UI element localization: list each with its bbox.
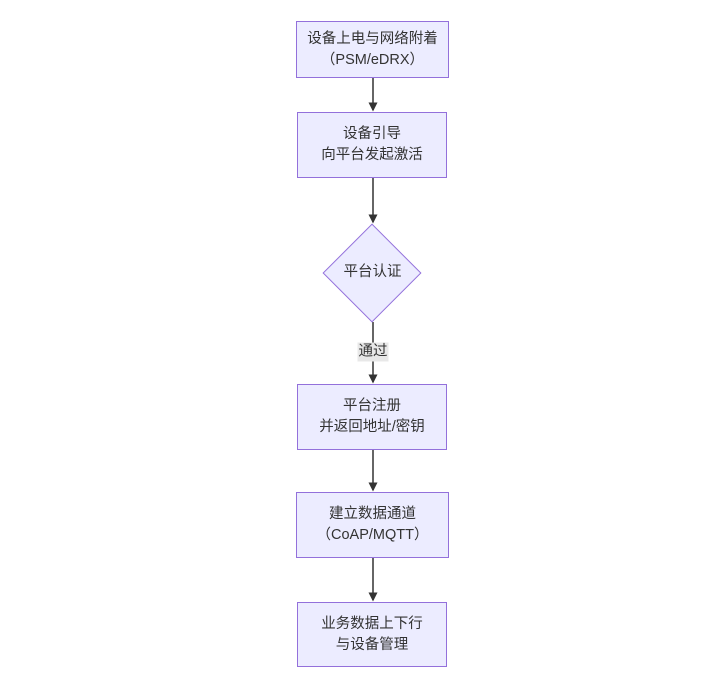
node-data-channel: 建立数据通道 （CoAP/MQTT）: [296, 492, 449, 558]
node-line: 与设备管理: [335, 636, 409, 653]
node-device-bootstrap: 设备引导 向平台发起激活: [297, 112, 447, 178]
edge-label-pass: 通过: [357, 342, 389, 362]
node-line: （PSM/eDRX）: [320, 51, 425, 68]
node-line: 业务数据上下行: [321, 615, 423, 632]
decision-platform-auth-label: 平台认证: [343, 264, 402, 280]
node-platform-register: 平台注册 并返回地址/密钥: [297, 384, 447, 450]
node-line: 平台注册: [343, 398, 401, 414]
node-business-data-device-mgmt: 业务数据上下行 与设备管理: [297, 602, 447, 667]
node-line: 设备上电与网络附着: [307, 30, 438, 47]
node-line: 建立数据通道: [329, 506, 416, 522]
node-line: （CoAP/MQTT）: [316, 527, 429, 543]
node-line: 设备引导: [343, 126, 401, 142]
node-line: 并返回地址/密钥: [319, 419, 425, 435]
node-line: 向平台发起激活: [321, 147, 423, 163]
node-power-on-network-attach: 设备上电与网络附着 （PSM/eDRX）: [296, 21, 449, 78]
